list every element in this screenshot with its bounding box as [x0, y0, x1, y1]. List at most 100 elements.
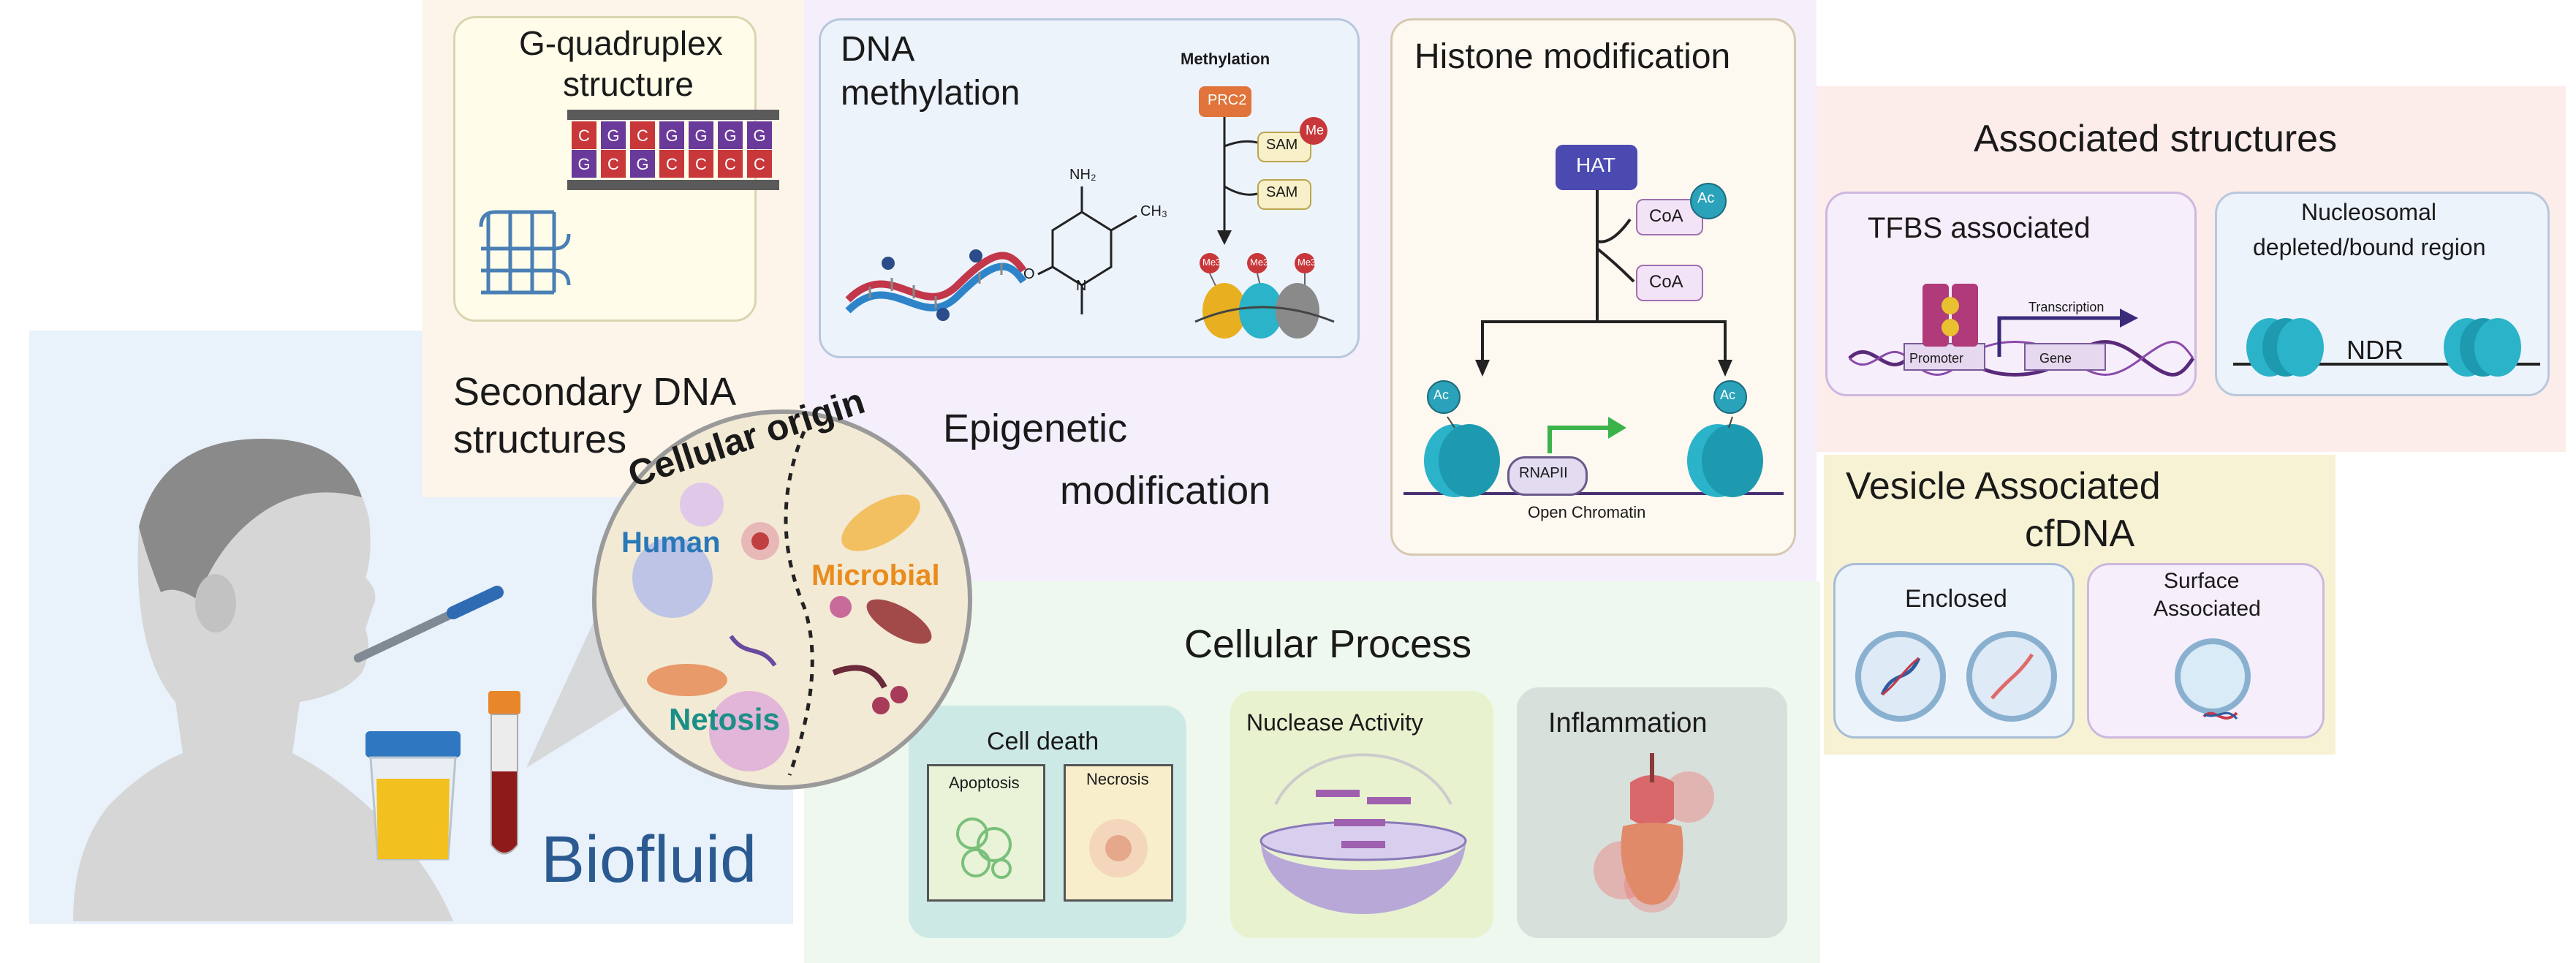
- necrosis-label: Necrosis: [1086, 770, 1149, 788]
- base-letter: C: [724, 155, 736, 173]
- hat-label: HAT: [1576, 154, 1615, 176]
- enclosed-vesicles: [1855, 631, 2057, 722]
- epigenetic-label-line1: Epigenetic: [943, 407, 1128, 450]
- nucleosomal-title-line2: depleted/bound region: [2253, 234, 2486, 260]
- microbial-label: Microbial: [811, 559, 940, 592]
- inflamed-organs-icon: [1594, 753, 1714, 913]
- base-block: [689, 150, 713, 178]
- ac-badge-right: [1713, 380, 1747, 414]
- base-block: [659, 121, 684, 149]
- ac-label-left: Ac: [1433, 388, 1450, 402]
- vesicle-title-line2: cfDNA: [2025, 513, 2135, 555]
- methylation-arrow: [1217, 117, 1258, 245]
- ndr-diagram: [2233, 318, 2540, 377]
- base-letter: G: [607, 126, 619, 145]
- base-letter: C: [578, 126, 590, 145]
- g-quadruplex-title-line1: G-quadruplex: [519, 24, 723, 62]
- ac-badge-top: [1690, 183, 1727, 219]
- base-block: [630, 121, 655, 149]
- base-block: [601, 150, 626, 178]
- dna-methylation-title-line1: DNA: [841, 30, 915, 69]
- open-chromatin-diagram: [1403, 416, 1784, 497]
- cytosine-structure: [1037, 186, 1137, 314]
- me-label: Me: [1306, 123, 1325, 137]
- ac-label-top: Ac: [1697, 190, 1715, 206]
- tfbs-title: TFBS associated: [1868, 212, 2091, 244]
- nuclease-title: Nuclease Activity: [1246, 709, 1423, 736]
- base-block: [630, 150, 655, 178]
- urine-cup: [365, 731, 461, 861]
- base-block: [659, 150, 684, 178]
- dna-methylation-title-line2: methylation: [841, 74, 1020, 113]
- sam-label-bottom: SAM: [1266, 184, 1298, 200]
- nucleosomal-title-line1: Nucleosomal: [2301, 199, 2436, 225]
- base-letter: G: [636, 155, 648, 173]
- prc2-box: [1199, 86, 1251, 117]
- cell-death-title: Cell death: [987, 728, 1099, 755]
- methylated-nucleosomes: [1194, 253, 1335, 339]
- vesicle-title-line1: Vesicle Associated: [1846, 465, 2161, 507]
- methyl-label: CH₃: [1140, 203, 1168, 219]
- base-letter: G: [665, 126, 678, 145]
- surface-label-line2: Associated: [2153, 597, 2261, 621]
- gene-label: Gene: [2039, 351, 2072, 366]
- amine-label: NH₂: [1069, 167, 1096, 183]
- base-block: [747, 121, 772, 149]
- base-letter: C: [695, 155, 707, 173]
- tfbs-diagram: [1848, 284, 2195, 377]
- prc2-label: PRC2: [1208, 92, 1247, 108]
- base-block: [689, 121, 713, 149]
- apoptosis-cells-icon: [956, 817, 1012, 879]
- ac-badge-left: [1427, 380, 1461, 414]
- surface-vesicle: [2175, 638, 2251, 720]
- g-quadruplex-title-line2: structure: [563, 65, 694, 103]
- person-silhouette: [73, 439, 453, 921]
- base-letter: G: [724, 126, 736, 145]
- me-badge: [1300, 117, 1327, 145]
- oxygen-label: O: [1023, 266, 1035, 282]
- methylation-diagram-title: Methylation: [1181, 50, 1270, 68]
- base-letter: C: [754, 155, 765, 173]
- human-label: Human: [621, 526, 721, 559]
- base-letter: G: [694, 126, 707, 145]
- hat-box: [1556, 145, 1637, 190]
- base-letter: C: [666, 155, 678, 173]
- secondary-label-line1: Secondary DNA: [453, 370, 737, 414]
- open-chromatin-label: Open Chromatin: [1528, 503, 1646, 521]
- histone-title: Histone modification: [1414, 37, 1731, 76]
- transcription-label: Transcription: [2028, 300, 2105, 314]
- histone-arrows: [1475, 190, 1732, 377]
- rnapii-box: [1507, 456, 1588, 496]
- cellular-process-title: Cellular Process: [1184, 622, 1472, 666]
- netosis-label: Netosis: [669, 702, 780, 736]
- base-block: [718, 150, 743, 178]
- dna-helix-icon: [845, 249, 1027, 321]
- quadruplex-fold-icon: [479, 210, 571, 295]
- epigenetic-label-line2: modification: [1060, 469, 1271, 513]
- enclosed-label: Enclosed: [1905, 585, 2007, 613]
- origin-divider: [632, 431, 932, 776]
- secondary-label-line2: structures: [453, 418, 627, 461]
- me3-label-3: Me3: [1298, 257, 1317, 268]
- rnapii-label: RNAPII: [1519, 465, 1568, 481]
- blood-tube: [488, 691, 520, 855]
- base-block: [572, 150, 596, 178]
- base-letter: G: [577, 155, 590, 173]
- base-block: [572, 121, 596, 149]
- surface-label-line1: Surface: [2164, 569, 2240, 593]
- nitrogen-label: N: [1076, 278, 1087, 294]
- base-letter: C: [607, 155, 619, 173]
- necrosis-cell-icon: [1089, 819, 1148, 877]
- nuclease-bowl-icon: [1259, 753, 1467, 914]
- promoter-label: Promoter: [1909, 351, 1964, 366]
- coa-label-bottom: CoA: [1649, 272, 1683, 292]
- ndr-label: NDR: [2346, 335, 2403, 365]
- me3-label-2: Me3: [1250, 257, 1269, 268]
- sam-box-bottom: [1257, 179, 1311, 210]
- base-letter: G: [753, 126, 765, 145]
- sam-label-top: SAM: [1266, 137, 1298, 153]
- associated-title: Associated structures: [1974, 118, 2338, 160]
- base-block: [601, 121, 626, 149]
